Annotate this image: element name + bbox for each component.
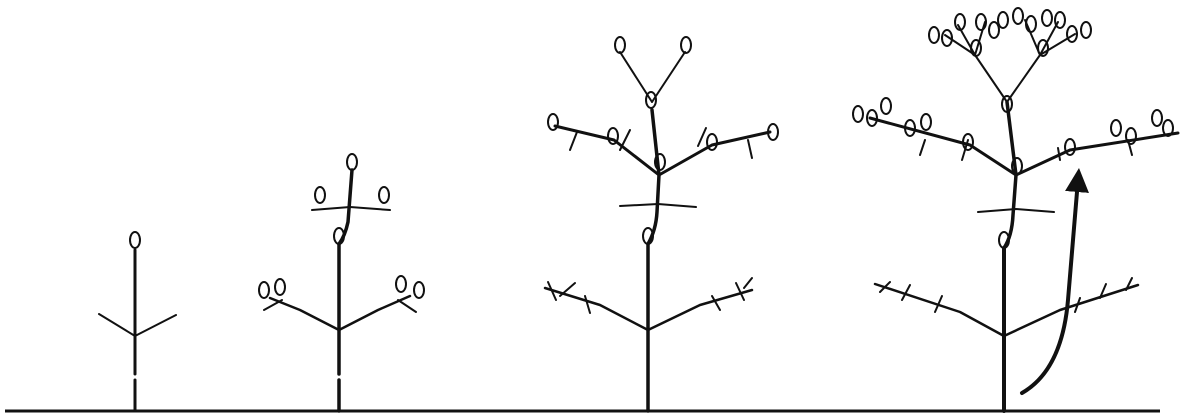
plant-stage-3 [545, 37, 778, 411]
plant-stage-1 [99, 232, 176, 411]
bud [929, 27, 939, 43]
bud [1111, 120, 1121, 136]
bud [396, 276, 406, 292]
bud [259, 282, 269, 298]
leaf-ticks [920, 140, 1132, 160]
bud [881, 98, 891, 114]
bud [608, 128, 618, 144]
bud [707, 134, 717, 150]
bud [130, 232, 140, 248]
bud [853, 106, 863, 122]
branch-low-right [648, 290, 752, 330]
bud [921, 114, 931, 130]
stem-upper [648, 110, 659, 244]
bud [1055, 12, 1065, 28]
leaf-pair [99, 314, 176, 336]
crown [945, 20, 1075, 102]
bud [615, 37, 625, 53]
branch-low-right [1004, 285, 1138, 336]
branch-upper [312, 207, 390, 210]
branch-mid [978, 209, 1054, 212]
branch-low-left [875, 284, 1004, 336]
branch-upper-left [870, 118, 1016, 175]
bud [1013, 8, 1023, 24]
bud-top [347, 154, 357, 170]
bud [681, 37, 691, 53]
bud [414, 282, 424, 298]
fork [620, 52, 685, 102]
bud [1081, 22, 1091, 38]
bud [548, 114, 558, 130]
bud [1065, 139, 1075, 155]
plant-stage-4 [853, 8, 1178, 411]
plant-stage-2 [259, 154, 424, 411]
bud [315, 187, 325, 203]
branch-upper-right [1016, 133, 1178, 175]
bud [989, 22, 999, 38]
branch-left [270, 298, 339, 330]
bud [998, 12, 1008, 28]
bud [1152, 110, 1162, 126]
bud [379, 187, 389, 203]
bud [1042, 10, 1052, 26]
bud [275, 279, 285, 295]
leaf-ticks-low [548, 278, 752, 313]
branch-upper-right [659, 132, 770, 175]
